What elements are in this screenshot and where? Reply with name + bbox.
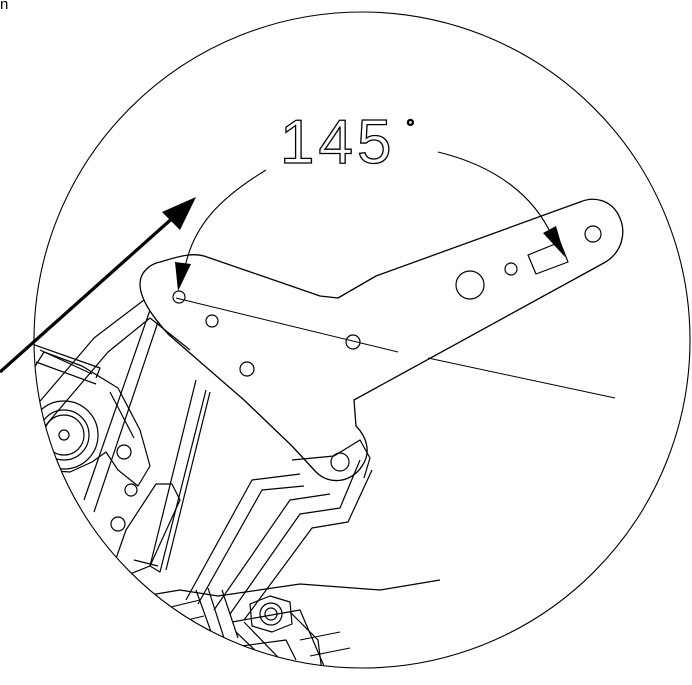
left-bracket: [34, 343, 151, 487]
angle-value-label: 145: [280, 108, 395, 177]
callout-arrow: [0, 197, 196, 374]
angle-arc-right: [437, 151, 553, 237]
reference-lines: [175, 297, 616, 399]
lower-hex-boss: [249, 595, 293, 633]
detail-circle: [33, 11, 691, 669]
linkage-bars: [34, 299, 211, 579]
hinge-arm: [139, 198, 624, 482]
angle-dimension: [183, 151, 553, 273]
hinge-arm-holes: [172, 225, 602, 472]
angle-arrowhead-left: [175, 262, 191, 291]
square-cutout: [527, 241, 569, 275]
large-boss: [34, 400, 99, 470]
left-holes: [97, 444, 138, 563]
angle-arc-left: [183, 169, 267, 273]
degree-symbol: °: [406, 115, 415, 140]
corner-fragment-text: n: [0, 0, 9, 13]
angle-arrowhead-right: [543, 226, 565, 257]
